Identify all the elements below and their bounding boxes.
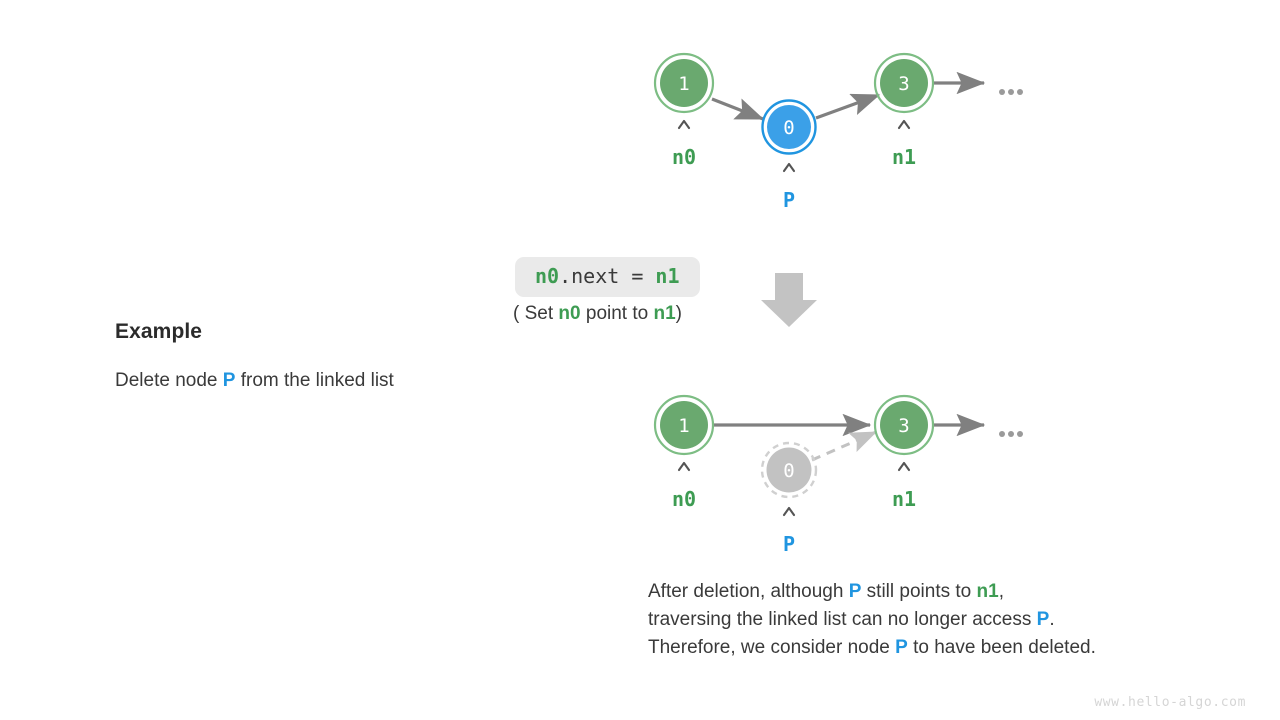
code-token-target: n0	[535, 264, 560, 288]
pointer-label-p: P	[783, 532, 795, 556]
diagram-before-deletion: 1 n0 0 P 3 n1	[653, 52, 1023, 212]
operation-note: ( Set n0 point to n1)	[513, 303, 682, 325]
node-value: 3	[898, 415, 909, 437]
caption-l1-b: still points to	[861, 581, 977, 602]
pointer-label-n0: n0	[672, 145, 696, 169]
pointer-token-p: P	[222, 370, 236, 391]
pointer-caret-p	[782, 162, 796, 173]
caption-l2-b: .	[1049, 609, 1055, 630]
note-close-paren: )	[675, 303, 682, 324]
pointer-caret-p	[782, 506, 796, 517]
node-outer-ring	[873, 52, 935, 114]
example-block: Example Delete node P from the linked li…	[115, 320, 535, 392]
node-p-before[interactable]: 0	[761, 99, 817, 155]
page-title: Example	[115, 320, 203, 343]
link-p-to-n1	[815, 93, 881, 120]
caption-l3-a: Therefore, we consider node	[648, 637, 896, 658]
tail-ellipsis-after	[999, 431, 1023, 437]
caption-l1-node: n1	[976, 581, 999, 602]
node-n0-after[interactable]: 1	[653, 394, 715, 456]
caption-line-1: After deletion, although P still points …	[648, 578, 1096, 606]
pointer-label-n0: n0	[672, 487, 696, 511]
node-body	[880, 401, 928, 449]
note-token-n0: n0	[558, 303, 581, 324]
operation-code-box: n0.next = n1	[515, 257, 700, 297]
code-token-member: .next =	[559, 264, 656, 288]
node-outer-ring	[653, 52, 715, 114]
caption-l3-b: to have been deleted.	[907, 637, 1096, 658]
node-n1-after[interactable]: 3	[873, 394, 935, 456]
caption-line-2: traversing the linked list can no longer…	[648, 606, 1096, 634]
caption-l2-pointer: P	[1036, 609, 1050, 630]
caption-l1-c: ,	[998, 581, 1004, 602]
watermark: www.hello-algo.com	[1094, 695, 1246, 710]
node-value: 1	[678, 415, 689, 437]
note-token-n1: n1	[653, 303, 676, 324]
example-description-suffix: from the linked list	[235, 370, 394, 391]
caption-line-3: Therefore, we consider node P to have be…	[648, 634, 1096, 662]
link-p-to-n1-stale	[811, 430, 878, 462]
note-open-paren: ( Set	[513, 303, 559, 324]
pointer-caret-n0	[677, 119, 691, 130]
tail-ellipsis-before	[999, 89, 1023, 95]
node-outer-ring	[873, 394, 935, 456]
caption-l1-a: After deletion, although	[648, 581, 849, 602]
down-block-arrow-icon	[761, 273, 817, 327]
node-body	[766, 447, 812, 493]
example-description: Delete node P from the linked list	[115, 370, 535, 392]
node-p-after-deleted[interactable]: 0	[760, 441, 818, 499]
caption-l2-a: traversing the linked list can no longer…	[648, 609, 1037, 630]
caption-l1-pointer: P	[848, 581, 862, 602]
caption-l3-pointer: P	[895, 637, 908, 658]
node-body	[880, 59, 928, 107]
node-value: 0	[783, 460, 794, 482]
node-outer-ring	[653, 394, 715, 456]
node-body	[660, 59, 708, 107]
result-caption: After deletion, although P still points …	[648, 578, 1096, 662]
code-token-value: n1	[655, 264, 680, 288]
diagram-after-deletion: 1 n0 0 P 3 n1	[653, 394, 1023, 556]
node-outer-ring	[761, 99, 817, 155]
node-n0-before[interactable]: 1	[653, 52, 715, 114]
node-body	[767, 105, 811, 149]
pointer-label-n1: n1	[892, 487, 916, 511]
node-body	[660, 401, 708, 449]
pointer-label-p: P	[783, 188, 795, 212]
pointer-caret-n0	[677, 461, 691, 472]
note-middle: point to	[580, 303, 654, 324]
node-n1-before[interactable]: 3	[873, 52, 935, 114]
node-outer-ring-dashed	[760, 441, 818, 499]
node-value: 3	[898, 73, 909, 95]
pointer-label-n1: n1	[892, 145, 916, 169]
node-value: 1	[678, 73, 689, 95]
pointer-caret-n1	[897, 119, 911, 130]
node-value: 0	[783, 117, 794, 139]
link-n0-to-p	[711, 97, 765, 121]
pointer-caret-n1	[897, 461, 911, 472]
example-description-prefix: Delete node	[115, 370, 223, 391]
